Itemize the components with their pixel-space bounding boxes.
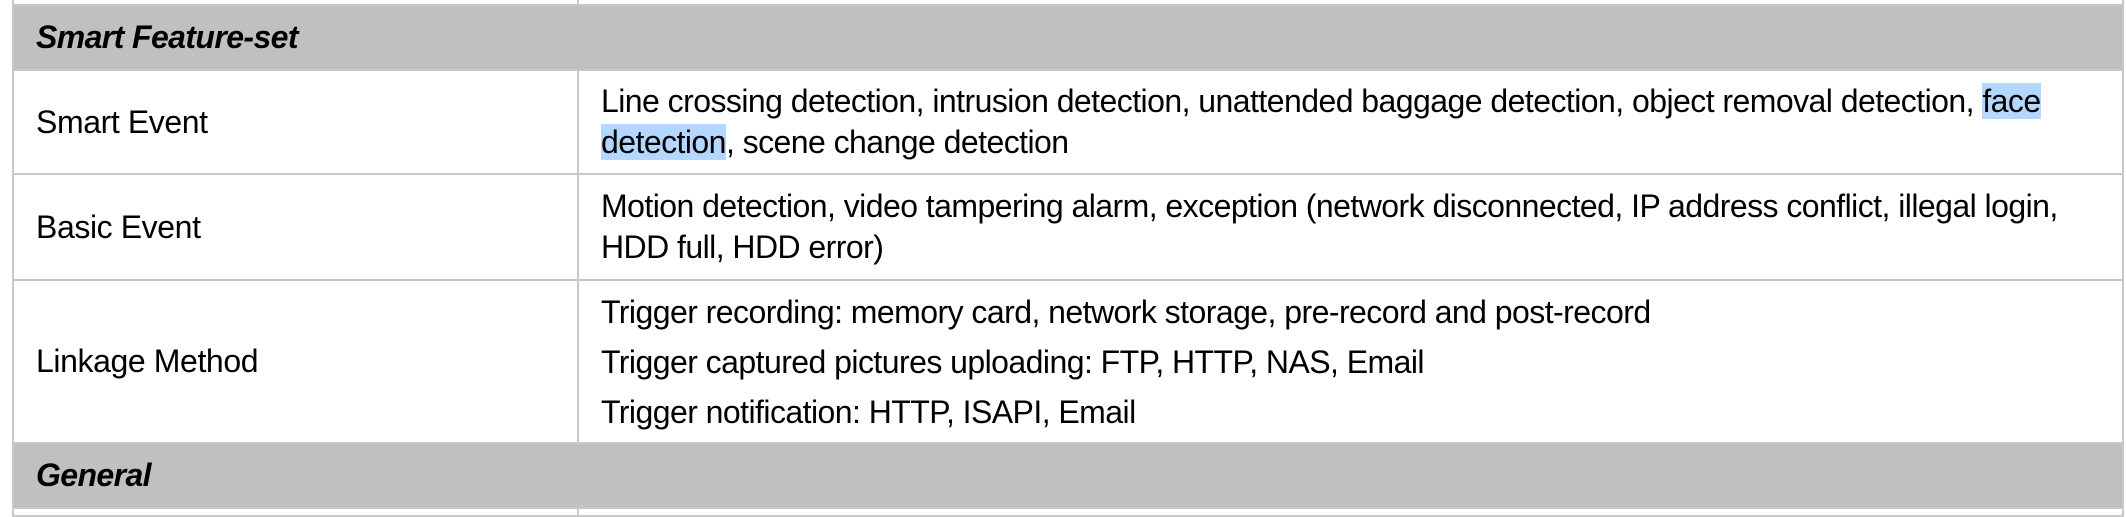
linkage-line-notification[interactable]: Trigger notification: HTTP, ISAPI, Email	[601, 393, 1136, 430]
stub-cell-value	[577, 0, 2124, 6]
next-row-stub	[12, 507, 2124, 517]
row-value[interactable]: Trigger recording: memory card, network …	[577, 279, 2124, 444]
row-label: Smart Event	[12, 69, 579, 175]
stub-cell-label	[12, 0, 579, 6]
table-row-linkage-method: Linkage Method Trigger recording: memory…	[12, 279, 2124, 444]
section-title: General	[12, 442, 2124, 509]
section-header-general: General	[12, 442, 2124, 509]
linkage-line-recording[interactable]: Trigger recording: memory card, network …	[601, 293, 1651, 330]
section-header-smart-feature-set: Smart Feature-set	[12, 4, 2124, 71]
row-value[interactable]: Line crossing detection, intrusion detec…	[577, 69, 2124, 175]
table-row-smart-event: Smart Event Line crossing detection, int…	[12, 69, 2124, 175]
row-value[interactable]: Motion detection, video tampering alarm,…	[577, 173, 2124, 281]
linkage-line-upload[interactable]: Trigger captured pictures uploading: FTP…	[601, 343, 1425, 380]
row-label: Basic Event	[12, 173, 579, 281]
stub-cell-value	[577, 507, 2124, 517]
previous-row-stub	[12, 0, 2124, 6]
spec-table: Smart Feature-set Smart Event Line cross…	[12, 0, 2124, 517]
section-title: Smart Feature-set	[12, 4, 2124, 71]
row-label: Linkage Method	[12, 279, 579, 444]
value-text[interactable]: Line crossing detection, intrusion detec…	[601, 83, 1983, 119]
table-row-basic-event: Basic Event Motion detection, video tamp…	[12, 173, 2124, 281]
stub-cell-label	[12, 507, 579, 517]
value-text[interactable]: , scene change detection	[725, 124, 1069, 160]
